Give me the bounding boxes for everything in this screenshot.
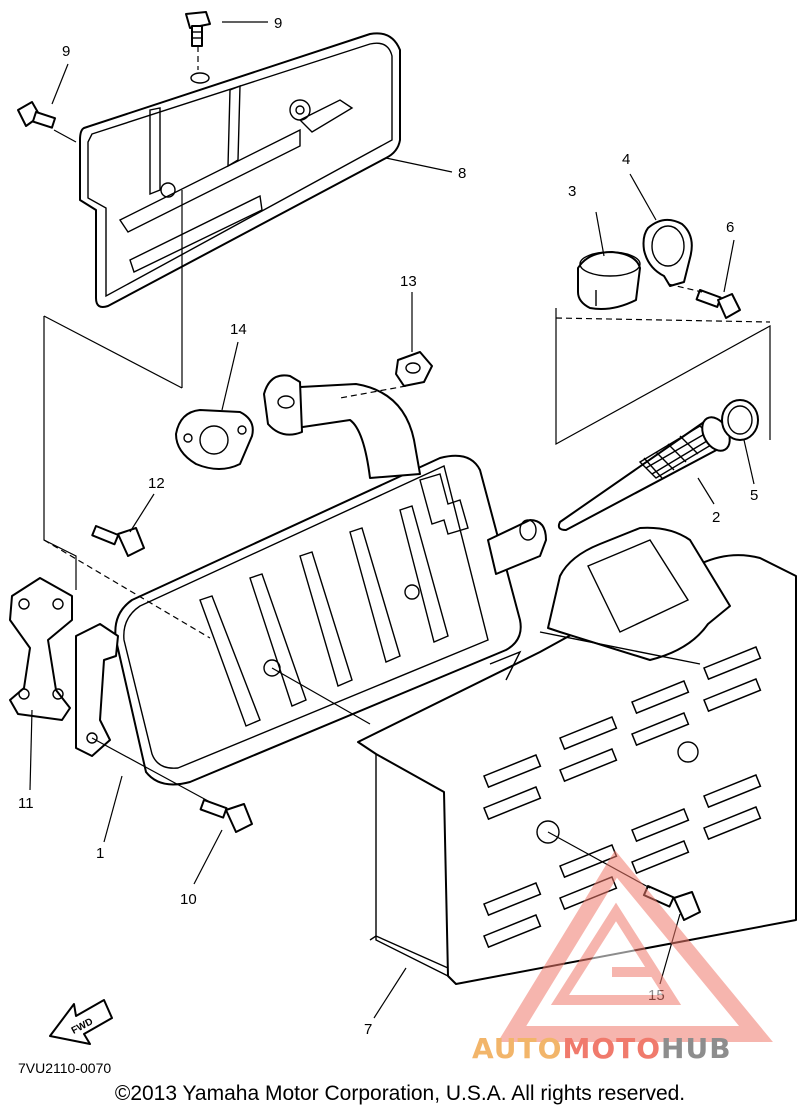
callout-14: 14 xyxy=(230,321,247,338)
clamp-bolt-6 xyxy=(695,289,741,319)
vent-slots xyxy=(483,646,762,949)
fwd-arrow-icon: FWD xyxy=(49,999,113,1045)
callout-13: 13 xyxy=(400,273,417,290)
callout-10: 10 xyxy=(180,891,197,908)
tailpipe-sleeve xyxy=(577,251,641,310)
heat-shield-upper xyxy=(79,32,401,308)
muffler-body xyxy=(114,374,547,786)
spark-arrestor-screen xyxy=(557,416,731,531)
callout-3: 3 xyxy=(568,183,576,200)
tailpipe-clamp xyxy=(642,218,693,287)
mounting-bracket-11 xyxy=(9,577,119,757)
callout-9-top: 9 xyxy=(274,15,282,32)
bolt-15 xyxy=(642,885,701,921)
end-cap-5 xyxy=(721,399,759,441)
callout-5: 5 xyxy=(750,487,758,504)
watermark-triangle-logo xyxy=(497,850,773,1042)
flange-nut-13 xyxy=(395,351,433,387)
watermark-part-moto: MOTO xyxy=(562,1032,662,1065)
callout-2: 2 xyxy=(712,509,720,526)
callout-8: 8 xyxy=(458,165,466,182)
callout-12: 12 xyxy=(148,475,165,492)
copyright-notice: ©2013 Yamaha Motor Corporation, U.S.A. A… xyxy=(114,1082,686,1105)
callout-1: 1 xyxy=(96,845,104,862)
bolt-10 xyxy=(199,799,253,833)
watermark-part-hub: HUB xyxy=(661,1032,732,1065)
gasket-14 xyxy=(175,409,254,470)
callout-4: 4 xyxy=(622,151,630,168)
callout-9-left: 9 xyxy=(62,43,70,60)
bolt-12 xyxy=(91,525,145,557)
callout-7: 7 xyxy=(364,1021,372,1038)
watermark-part-auto: AUTO xyxy=(472,1032,563,1065)
bolt-9-left xyxy=(17,101,57,129)
watermark-text: AUTOMOTOHUB xyxy=(472,1032,732,1065)
callout-11: 11 xyxy=(18,795,34,812)
bolt-9-top xyxy=(185,11,211,47)
heat-guard-lower xyxy=(357,526,797,985)
diagram-code: 7VU2110-0070 xyxy=(18,1060,112,1076)
callout-6: 6 xyxy=(726,219,734,236)
